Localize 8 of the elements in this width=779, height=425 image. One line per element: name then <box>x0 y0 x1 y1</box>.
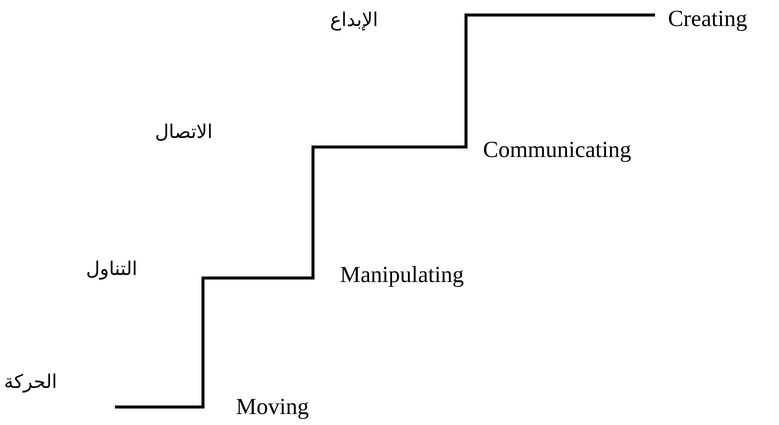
step-label: الحركة <box>4 370 58 395</box>
step-label: التناول <box>86 257 138 282</box>
step-label: الاتصال <box>155 120 212 145</box>
step-label: Moving <box>236 393 309 421</box>
step-label: Communicating <box>483 136 632 164</box>
step-label: الإبداع <box>330 8 378 33</box>
step-label: Manipulating <box>340 261 464 289</box>
step-label: Creating <box>668 5 748 33</box>
